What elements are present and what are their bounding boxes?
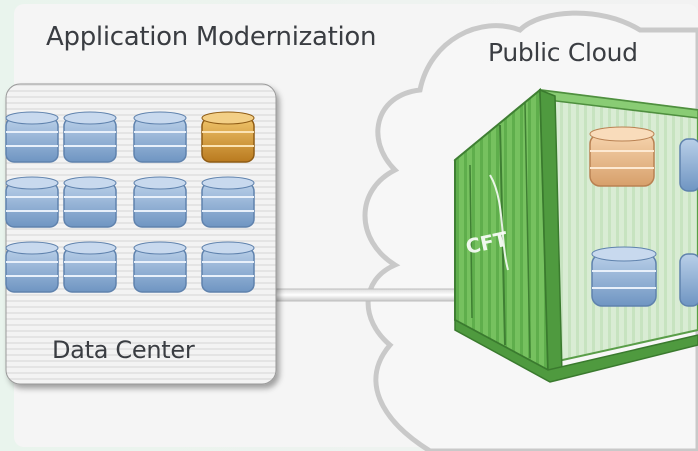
database-icon <box>5 176 59 228</box>
database-icon <box>5 241 59 293</box>
shipping-container <box>453 87 698 383</box>
database-icon-migrated <box>589 126 655 187</box>
database-icon <box>63 111 117 163</box>
container-logo-mark <box>489 174 509 271</box>
database-icon <box>679 253 698 307</box>
database-icon <box>591 246 657 307</box>
database-icon <box>63 241 117 293</box>
diagram-title: Application Modernization <box>46 22 377 52</box>
database-icon <box>201 241 255 293</box>
database-icon <box>201 176 255 228</box>
database-icon <box>5 111 59 163</box>
database-icon <box>133 241 187 293</box>
database-icon <box>133 111 187 163</box>
public-cloud-label: Public Cloud <box>488 38 638 67</box>
data-center-databases <box>5 111 255 293</box>
connector-pipe <box>267 288 475 302</box>
cloud-databases <box>589 126 698 307</box>
data-center-label: Data Center <box>52 336 195 364</box>
database-icon <box>679 138 698 192</box>
database-icon <box>63 176 117 228</box>
database-icon <box>133 176 187 228</box>
database-icon-highlighted <box>201 111 255 163</box>
